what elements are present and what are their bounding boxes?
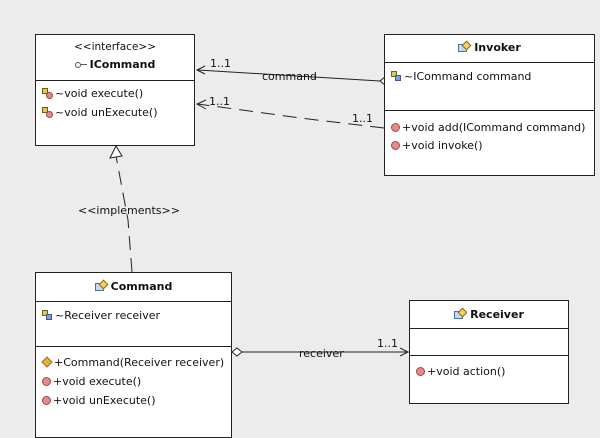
edge-role-command: command [262,70,317,83]
class-header-command: Command [36,273,231,302]
interface-icon [74,61,87,69]
class-title-icommand: ICommand [36,58,194,71]
public-method-icon [416,367,425,376]
public-method-icon [42,396,51,405]
edge-multiplicity-command: 1..1 [210,57,231,70]
constructor-row[interactable]: +Command(Receiver receiver) [41,356,225,370]
edge-multiplicity-dependency-source: 1..1 [352,112,373,125]
method-row[interactable]: +void execute() [42,375,141,389]
class-header-invoker: Invoker [385,35,594,63]
class-icon [454,307,468,320]
abstract-method-icon [42,88,53,99]
edge-role-receiver: receiver [299,347,344,360]
realization-triangle-icon [109,144,123,159]
aggregation-diamond-icon [231,347,243,357]
fields-compartment-receiver [410,329,568,356]
edge-multiplicity-receiver: 1..1 [377,337,398,350]
fields-compartment-command: ~Receiver receiver [36,302,231,347]
method-row[interactable]: +void action() [416,365,505,379]
method-row[interactable]: +void add(ICommand command) [391,121,585,135]
class-icon [458,40,472,53]
public-method-icon [42,377,51,386]
field-label: ~Receiver receiver [55,309,161,322]
class-title-receiver: Receiver [410,307,568,321]
method-label: +void invoke() [402,139,483,152]
class-name-icommand: ICommand [89,58,156,71]
field-label: ~ICommand command [404,70,532,83]
method-label: +void execute() [53,375,142,388]
methods-compartment-receiver: +void action() [410,356,568,403]
method-row[interactable]: ~void execute() [42,87,143,101]
method-label: +void add(ICommand command) [402,121,586,134]
edge-invoker-icommand-dependency[interactable] [195,99,385,129]
class-name-command: Command [110,280,173,293]
method-label: +void unExecute() [53,394,156,407]
class-box-icommand[interactable]: <<interface>> ICommand ~void execute() ~… [35,34,195,146]
class-header-icommand: <<interface>> ICommand [36,35,194,81]
class-name-receiver: Receiver [470,308,524,321]
method-row[interactable]: ~void unExecute() [42,106,158,120]
class-box-command[interactable]: Command ~Receiver receiver +Command(Rece… [35,272,232,438]
open-arrowhead-icon [399,347,410,357]
abstract-method-icon [42,107,53,118]
fields-compartment-invoker: ~ICommand command [385,63,594,111]
method-label: ~void execute() [55,87,144,100]
public-method-icon [391,141,400,150]
field-row[interactable]: ~ICommand command [391,70,531,84]
constructor-label: +Command(Receiver receiver) [54,356,225,369]
public-method-icon [391,123,400,132]
method-label: +void action() [427,365,506,378]
class-box-receiver[interactable]: Receiver +void action() [409,300,569,404]
edge-command-implements-icommand[interactable] [109,144,133,273]
class-box-invoker[interactable]: Invoker ~ICommand command +void add(ICom… [384,34,595,176]
edge-stereotype-implements: <<implements>> [78,204,180,217]
class-name-invoker: Invoker [474,41,521,54]
class-title-command: Command [36,279,231,293]
class-header-receiver: Receiver [410,301,568,329]
methods-compartment-command: +Command(Receiver receiver) +void execut… [36,347,231,437]
field-row[interactable]: ~Receiver receiver [42,309,160,323]
edge-command-receiver-association[interactable] [231,347,410,357]
methods-compartment-icommand: ~void execute() ~void unExecute() [36,81,194,145]
field-icon [391,71,402,82]
methods-compartment-invoker: +void add(ICommand command) +void invoke… [385,111,594,175]
constructor-icon [41,356,53,368]
class-title-invoker: Invoker [385,40,594,54]
method-row[interactable]: +void unExecute() [42,394,156,408]
interface-stereotype: <<interface>> [73,41,157,53]
open-arrowhead-icon [195,65,206,75]
method-label: ~void unExecute() [55,106,158,119]
field-icon [42,310,53,321]
class-icon [94,279,109,292]
method-row[interactable]: +void invoke() [391,139,483,153]
edge-multiplicity-dependency-target: 1..1 [209,95,230,108]
open-arrowhead-icon [195,99,207,110]
